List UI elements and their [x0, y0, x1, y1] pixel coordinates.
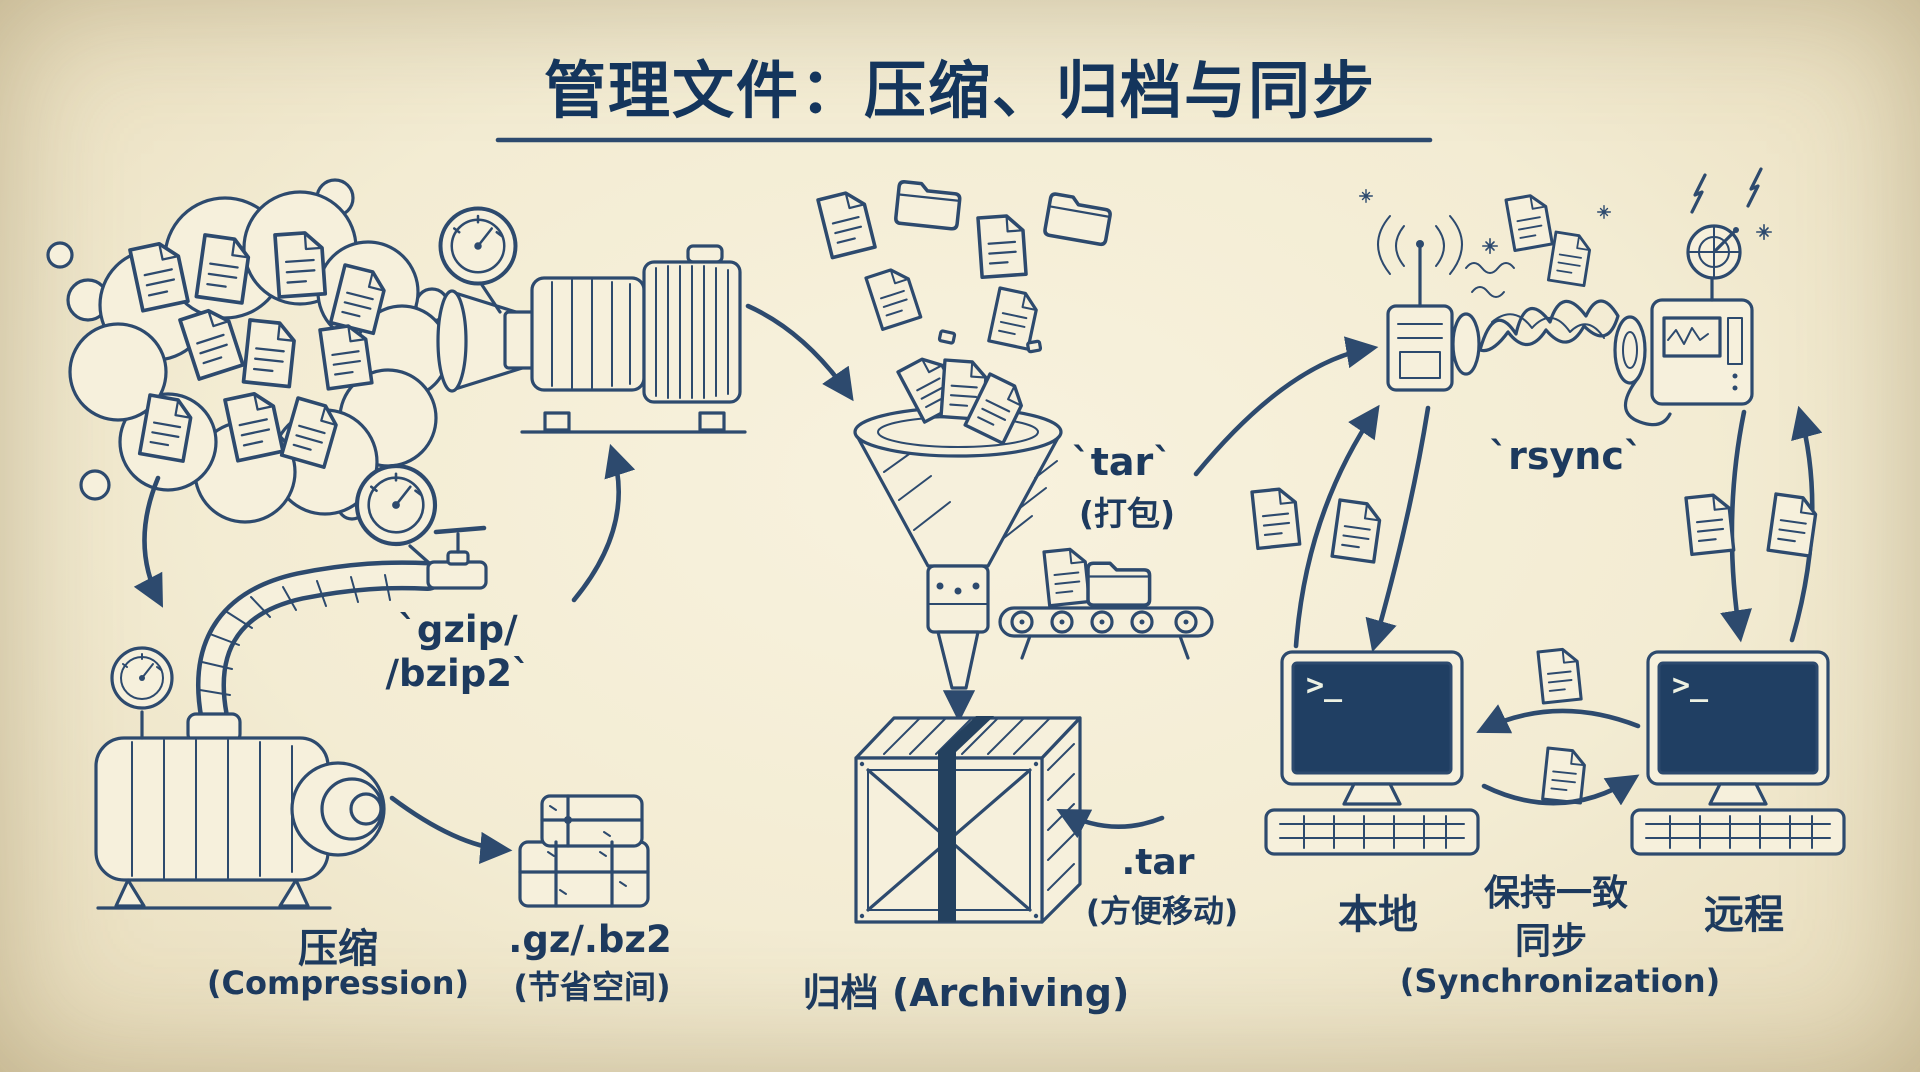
arrow-tar-to-crate: [1056, 809, 1165, 839]
compression-label-zh: 压缩: [298, 926, 378, 972]
pump-gauge-icon: [110, 646, 174, 710]
arrow-archive-to-rsync: [1193, 336, 1379, 477]
lightning-bolts-icon: [1690, 167, 1763, 214]
arrow-pump-to-compressor: [571, 443, 636, 603]
receiver-icon: [1650, 167, 1763, 406]
sync-exchange-arrows: [1476, 646, 1641, 806]
pump-machine-icon: [94, 466, 488, 910]
arrow-cloud-to-pump: [133, 475, 163, 608]
arrow-local-down: [1365, 405, 1431, 653]
archiving-label: 归档 (Archiving): [802, 971, 1130, 1015]
arrow-remote-to-local: [1476, 704, 1641, 734]
compression-label-en: (Compression): [206, 964, 470, 1002]
easy-move-note: (方便移动): [1085, 894, 1239, 930]
keep-consistent-label: 保持一致: [1483, 873, 1629, 914]
arrow-local-to-remote: [1481, 774, 1640, 806]
remote-computer-icon: [1630, 650, 1846, 856]
sync-flow-arrows: [1193, 336, 1823, 653]
funnel-icon: [853, 350, 1063, 723]
local-label: 本地: [1338, 892, 1418, 938]
conveyor-belt-icon: [998, 546, 1214, 660]
arrow-pump-to-package: [389, 795, 513, 864]
crate-icon: [854, 716, 1082, 924]
valve-icon: [426, 560, 488, 590]
gzip-bzip2-label: `gzip/ /bzip2`: [385, 608, 531, 695]
remote-label: 远程: [1704, 892, 1784, 938]
package-icon: [518, 794, 650, 908]
arrow-remote-down: [1720, 409, 1752, 643]
gz-bz2-extension-label: .gz/.bz2: [508, 918, 672, 961]
arrow-compressor-to-funnel: [745, 303, 854, 402]
flow-arrows-left: [133, 303, 854, 864]
tar-packing-note: (打包): [1078, 494, 1176, 533]
page-title: 管理文件：压缩、归档与同步: [543, 54, 1377, 127]
tar-label: `tar`: [1071, 440, 1173, 484]
synchronization-label: (Synchronization): [1399, 962, 1721, 1000]
rsync-label: `rsync`: [1489, 434, 1643, 478]
document-cloud-icon: [46, 178, 450, 524]
space-saving-note: (节省空间): [513, 968, 671, 1006]
arrow-local-up: [1293, 404, 1380, 649]
falling-documents-icons: [816, 179, 1114, 354]
transmitter-icon: [1377, 215, 1515, 392]
tar-extension-label: .tar: [1121, 842, 1195, 883]
compressor-machine-icon: [438, 206, 747, 434]
terminal-prompt-remote: >_: [1672, 668, 1709, 703]
pressure-gauge-icon: [438, 206, 518, 286]
valve-gauge-icon: [357, 466, 435, 544]
sync-label: 同步: [1514, 921, 1588, 962]
local-computer-icon: [1264, 650, 1480, 856]
sync-coupling-icon: [1451, 299, 1672, 427]
terminal-prompt-local: >_: [1306, 668, 1343, 703]
